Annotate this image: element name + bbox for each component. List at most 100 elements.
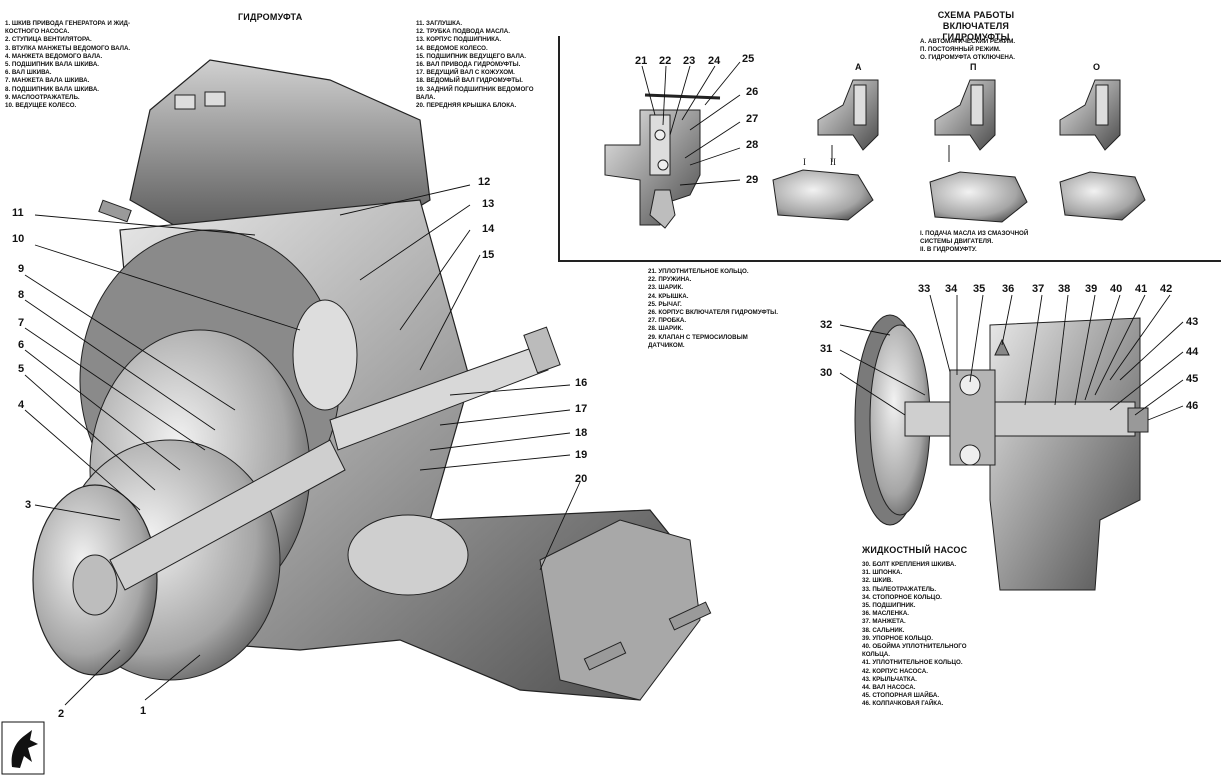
coupling-leader-lines xyxy=(24,184,581,706)
legend-item: 9. МАСЛООТРАЖАТЕЛЬ. xyxy=(5,93,80,101)
callout-number: 7 xyxy=(18,317,24,329)
callout-number: 42 xyxy=(1160,283,1172,295)
callout-number: 13 xyxy=(482,198,494,210)
callout-number: 4 xyxy=(18,399,25,411)
legend-item: 10. ВЕДУЩЕЕ КОЛЕСО. xyxy=(5,102,77,110)
mode-diagrams xyxy=(772,79,1146,223)
callout-number: 31 xyxy=(820,343,832,355)
legend-item: 15. ПОДШИПНИК ВЕДУЩЕГО ВАЛА. xyxy=(416,52,526,60)
legend-item: 24. КРЫШКА. xyxy=(648,292,689,300)
legend-item: 33. ПЫЛЕОТРАЖАТЕЛЬ. xyxy=(862,585,937,593)
legend-item: 19. ЗАДНИЙ ПОДШИПНИК ВЕДОМОГО ВАЛА. xyxy=(416,85,534,101)
switch-assembly xyxy=(604,93,721,229)
callout-number: 21 xyxy=(635,55,647,67)
legend-item: 21. УПЛОТНИТЕЛЬНОЕ КОЛЬЦО. xyxy=(648,268,749,275)
legend-item: 12. ТРУБКА ПОДВОДА МАСЛА. xyxy=(416,28,510,36)
legend-item: 2. СТУПИЦА ВЕНТИЛЯТОРА. xyxy=(5,36,92,44)
callout-number: 36 xyxy=(1002,283,1014,295)
legend-coupling-2: 11. ЗАГЛУШКА.12. ТРУБКА ПОДВОДА МАСЛА.13… xyxy=(416,20,566,110)
callout-number: 27 xyxy=(746,113,758,125)
callout-number: 6 xyxy=(18,339,24,351)
callout-number: 14 xyxy=(482,223,495,235)
callout-number: 3 xyxy=(25,499,31,511)
legend-item: 5. ПОДШИПНИК ВАЛА ШКИВА. xyxy=(5,61,100,69)
callout-number: 46 xyxy=(1186,400,1198,412)
legend-item: 41. УПЛОТНИТЕЛЬНОЕ КОЛЬЦО. xyxy=(862,659,963,667)
legend-item: 37. МАНЖЕТА. xyxy=(862,618,906,626)
callout-number: 10 xyxy=(12,233,24,245)
legend-item: 28. ШАРИК. xyxy=(648,325,684,333)
legend-item: 46. КОЛПАЧКОВАЯ ГАЙКА. xyxy=(862,700,944,708)
callout-number: 44 xyxy=(1186,346,1199,358)
legend-item: 3. ВТУЛКА МАНЖЕТЫ ВЕДОМОГО ВАЛА. xyxy=(5,44,131,52)
callout-number: 38 xyxy=(1058,283,1070,295)
callout-number: 18 xyxy=(575,427,587,439)
modes-legend: А. АВТОМАТИЧЕСКИЙ РЕЖИМ.П. ПОСТОЯННЫЙ РЕ… xyxy=(920,38,1070,63)
legend-item: 13. КОРПУС ПОДШИПНИКА. xyxy=(416,36,502,44)
callout-number: 33 xyxy=(918,283,930,295)
callout-number: 32 xyxy=(820,319,832,331)
legend-item: 43. КРЫЛЬЧАТКА. xyxy=(862,675,917,683)
mode-legend-item: А. АВТОМАТИЧЕСКИЙ РЕЖИМ. xyxy=(920,38,1016,45)
callout-number: 16 xyxy=(575,377,587,389)
legend-item: 17. ВЕДУЩИЙ ВАЛ С КОЖУХОМ. xyxy=(416,69,515,77)
callout-number: 8 xyxy=(18,289,24,301)
legend-switch: 21. УПЛОТНИТЕЛЬНОЕ КОЛЬЦО.22. ПРУЖИНА.23… xyxy=(648,268,808,350)
flow-legend-item: I. ПОДАЧА МАСЛА ИЗ СМАЗОЧНОЙ СИСТЕМЫ ДВИ… xyxy=(920,230,1029,246)
legend-item: 20. ПЕРЕДНЯЯ КРЫШКА БЛОКА. xyxy=(416,102,517,110)
callout-number: 23 xyxy=(683,55,695,67)
callout-number: 24 xyxy=(708,55,721,67)
callout-number: 11 xyxy=(12,207,24,219)
pump-leader-lines xyxy=(839,294,1184,421)
legend-item: 25. РЫЧАГ. xyxy=(648,300,682,308)
mode-letter: О xyxy=(1093,62,1100,72)
callout-number: 25 xyxy=(742,53,754,65)
legend-item: 8. ПОДШИПНИК ВАЛА ШКИВА. xyxy=(5,85,100,93)
callout-number: 40 xyxy=(1110,283,1122,295)
legend-item: 32. ШКИВ. xyxy=(862,577,893,585)
callout-number: 15 xyxy=(482,249,494,261)
legend-item: 29. КЛАПАН С ТЕРМОСИЛОВЫМ ДАТЧИКОМ. xyxy=(648,333,748,349)
legend-item: 4. МАНЖЕТА ВЕДОМОГО ВАЛА. xyxy=(5,52,103,60)
publisher-logo xyxy=(1,721,45,775)
legend-item: 16. ВАЛ ПРИВОДА ГИДРОМУФТЫ. xyxy=(416,61,521,69)
mode-legend-item: О. ГИДРОМУФТА ОТКЛЮЧЕНА. xyxy=(920,54,1016,62)
legend-pump: 30. БОЛТ КРЕПЛЕНИЯ ШКИВА.31. ШПОНКА.32. … xyxy=(862,561,1012,709)
legend-item: 14. ВЕДОМОЕ КОЛЕСО. xyxy=(416,44,488,52)
legend-item: 27. ПРОБКА. xyxy=(648,317,687,325)
mode-letter: П xyxy=(970,62,976,72)
callout-number: 43 xyxy=(1186,316,1198,328)
legend-item: 36. МАСЛЕНКА. xyxy=(862,610,910,618)
flow-legend-item: II. В ГИДРОМУФТУ. xyxy=(920,246,977,254)
callout-number: 17 xyxy=(575,403,587,415)
callout-number: 29 xyxy=(746,174,758,186)
callout-number: 22 xyxy=(659,55,671,67)
legend-item: 31. ШПОНКА. xyxy=(862,569,903,577)
callout-number: 2 xyxy=(58,708,64,720)
legend-item: 45. СТОПОРНАЯ ШАЙБА. xyxy=(862,692,940,700)
callout-number: 5 xyxy=(18,363,24,375)
callout-number: 9 xyxy=(18,263,24,275)
legend-item: 1. ШКИВ ПРИВОДА ГЕНЕРАТОРА И ЖИД- КОСТНО… xyxy=(5,20,131,36)
legend-item: 22. ПРУЖИНА. xyxy=(648,276,692,284)
callout-number: 37 xyxy=(1032,283,1044,295)
legend-item: 34. СТОПОРНОЕ КОЛЬЦО. xyxy=(862,593,942,601)
callout-number: 39 xyxy=(1085,283,1097,295)
legend-item: 26. КОРПУС ВКЛЮЧАТЕЛЯ ГИДРОМУФТЫ. xyxy=(648,309,778,317)
flow-marker: II xyxy=(830,157,836,167)
pump-assembly xyxy=(854,314,1149,591)
legend-item: 7. МАНЖЕТА ВАЛА ШКИВА. xyxy=(5,77,90,85)
coupling-assembly xyxy=(32,59,712,701)
legend-item: 35. ПОДШИПНИК. xyxy=(862,602,916,610)
flow-legend: I. ПОДАЧА МАСЛА ИЗ СМАЗОЧНОЙ СИСТЕМЫ ДВИ… xyxy=(920,230,1070,255)
legend-item: 18. ВЕДОМЫЙ ВАЛ ГИДРОМУФТЫ. xyxy=(416,77,523,85)
mode-letter: А xyxy=(855,62,862,72)
legend-item: 44. ВАЛ НАСОСА. xyxy=(862,684,916,692)
callout-number: 26 xyxy=(746,86,758,98)
switch-scheme-frame xyxy=(558,36,1221,262)
legend-item: 23. ШАРИК. xyxy=(648,284,684,292)
